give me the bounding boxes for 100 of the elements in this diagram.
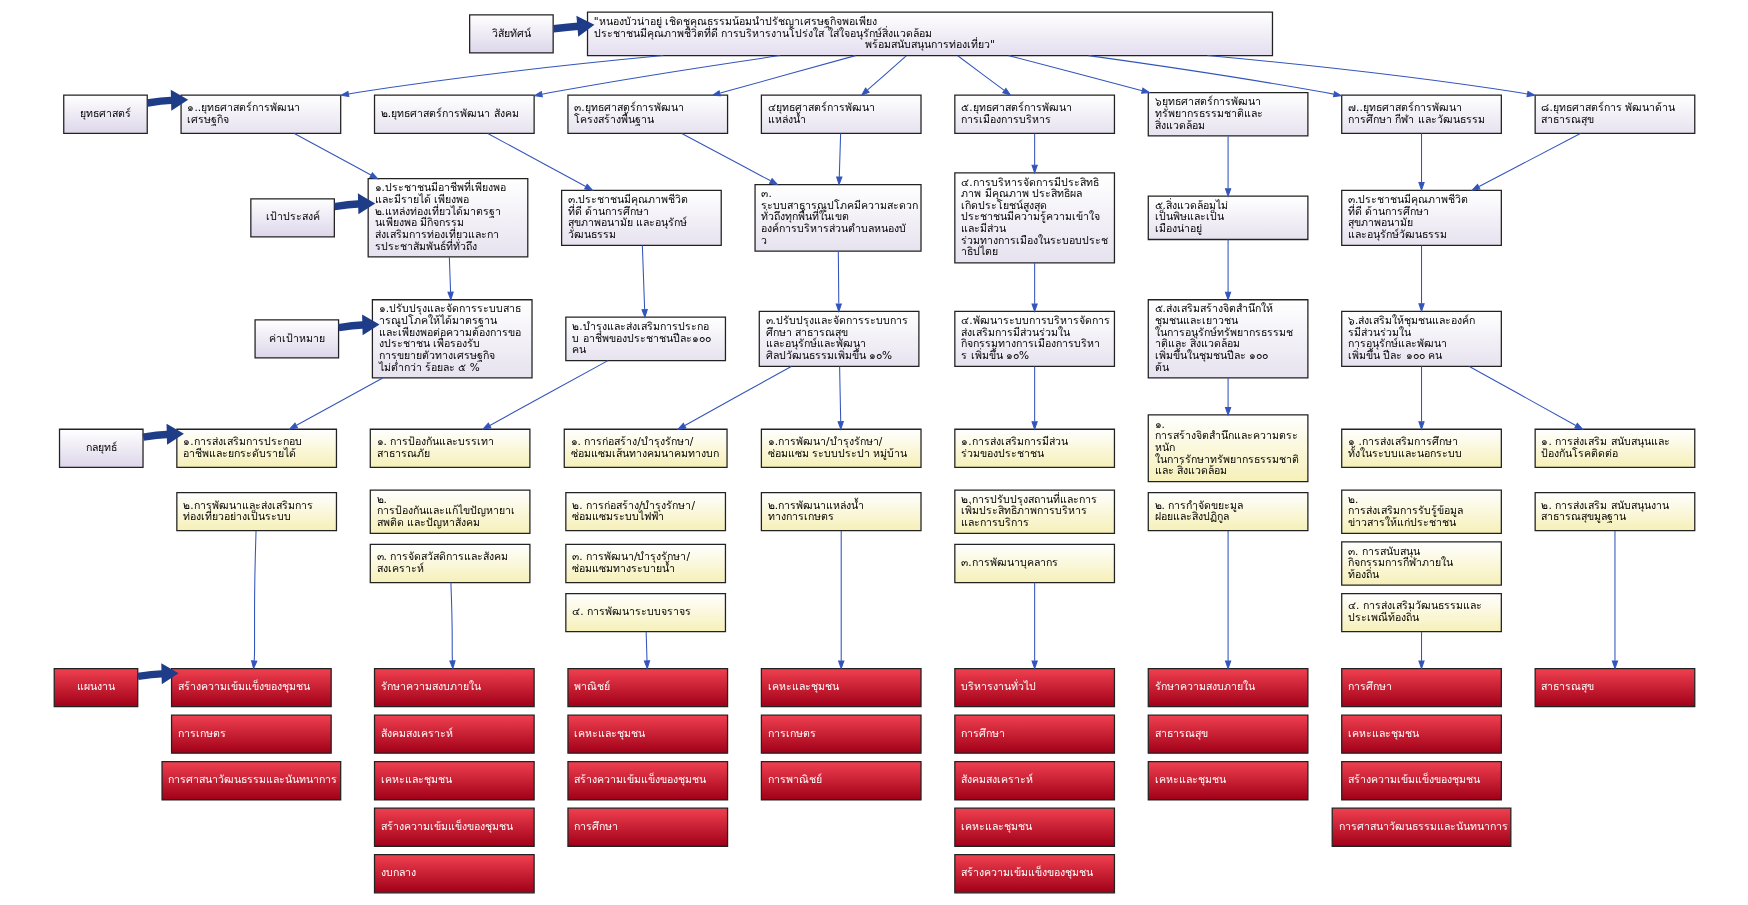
node-box: ค่าเป้าหมาย (253, 319, 339, 359)
arrow (250, 530, 258, 670)
node-box: ๕.ส่งเสริมสร้างจิตสำนึกให้ชุมชนและเยาวชน ในการอนุรักษ์ทรัพยากรธรรมชาติและ สิ่งแวดล้อม เพิ่มขึ้นในชุมชนปีละ ๑๐๐ ต้น (1147, 299, 1309, 379)
arrow (1224, 377, 1231, 417)
node-box: ๒.การพัฒนาและส่งเสริมการ ท่องเที่ยวอย่างเป็นระบบ (175, 492, 337, 532)
node-box: ๓.การพัฒนาบุคลากร (953, 543, 1115, 584)
node-box: ๑.ประชาชนมีอาชีพที่เพียงพอและมีรายได้ เพียงพอ ๒.แหล่งท่องเที่ยวได้มาตรฐานเพียงพอ มีกิจกรรม ส่งเสริมการท่องเที่ยวและการประชาสัมพันธ์ที่ทั่วถึง (367, 178, 528, 258)
arrow (1417, 365, 1425, 431)
arrow (1206, 55, 1536, 98)
node-box: ๒.การพัฒนาแหล่งน้ำ ทางการเกษตร (760, 492, 922, 532)
node-box: ๑.การส่งเสริมการมีส่วน ร่วมของประชาชน (953, 428, 1115, 468)
node-box: สาธารณสุข (1534, 668, 1695, 708)
node-box: ๒. การส่งเสริม สนับสนุนงาน สาธารณสุขมูลฐาน (1534, 492, 1695, 532)
node-box: เคหะและชุมชน (373, 761, 535, 801)
node-box: งบกลาง (373, 854, 535, 894)
node-box: ๒. การป้องกันและแก้ไขปัญหายาเสพติด และปัญหาสังคม (369, 489, 531, 534)
node-box: สังคมสงเคราะห์ (953, 761, 1115, 801)
arrow (552, 15, 594, 37)
arrow (146, 89, 188, 111)
node-box: ๑. การก่อสร้าง/บำรุงรักษา/ ซ่อมแซมเส้นทางคมนาคมทางบก (563, 428, 728, 468)
arrow (1417, 245, 1425, 313)
arrow (1007, 55, 1151, 94)
node-box: การศึกษา (1340, 668, 1502, 708)
node-box: ๒. การส่งเสริมการรับรู้ข้อมูล ข่าวสารให้แก่ประชาชน (1340, 489, 1502, 534)
arrow (837, 530, 845, 670)
node-box: ๑.การพัฒนา/บำรุงรักษา/ ซ่อมแซม ระบบประปา หมู่บ้าน (760, 428, 922, 468)
node-box: ๓.ยุทธศาสตร์การพัฒนา โครงสร้างพื้นฐาน (566, 94, 728, 134)
arrow (956, 55, 1012, 96)
node-box: ๒.การปรับปรุงสถานที่และการ เพิ่มประสิทธิภาพการบริหาร และการบริการ (953, 489, 1115, 534)
node-box: เคหะและชุมชน (1147, 761, 1309, 801)
node-box: เคหะและชุมชน (1340, 714, 1502, 754)
node-box: การศึกษา (566, 807, 728, 847)
arrow (1611, 530, 1618, 670)
node-box: ๒. การกำจัดขยะมูล ฝอยและสิ่งปฏิกูล (1147, 492, 1309, 532)
node-box: พาณิชย์ (566, 668, 728, 708)
arrow (1030, 132, 1038, 175)
arrow (1468, 365, 1584, 430)
node-box: การเกษตร (760, 714, 922, 754)
node-box: ๓. ระบบสาธารณูปโภคมีความสะดวก ทั่วถึงทุกพื้นที่ในเขต องค์การบริหารส่วนตำบลหนองบัว (753, 183, 922, 252)
node-box: ๑.การส่งเสริมการประกอบ อาชีพและยกระดับรายได้ (175, 428, 337, 468)
node-box: สังคมสงเคราะห์ (373, 714, 535, 754)
node-box: ๑. การป้องกันและบรรเทา สาธารณภัย (369, 428, 531, 468)
node-box: ๒.ยุทธศาสตร์การพัฒนา สังคม (373, 94, 535, 134)
node-box: เคหะและชุมชน (760, 668, 922, 708)
node-box: ๑.ปรับปรุงและจัดการระบบสาธารณูปโภคให้ได้มาตรฐาน และเพียงพอต่อความต้องการของประชาชน เพื่อรองรับ การขยายตัวทางเศรษฐกิจ ไม่ต่ำกว่า ร้อยละ ๕ % (371, 299, 533, 379)
node-box: สาธารณสุข (1147, 714, 1309, 754)
arrow (446, 256, 454, 302)
arrow (1417, 132, 1425, 192)
node-box: ๒. การก่อสร้าง/บำรุงรักษา/ ซ่อมแซมระบบไฟฟ้า (564, 492, 726, 532)
node-box: การศาสนาวัฒนธรรมและนันทนาการ (160, 761, 341, 801)
node-box: สร้างความเข้มแข็งของชุมชน (170, 668, 332, 708)
node-box: เป้าประสงค์ (249, 198, 335, 238)
arrow (834, 250, 842, 313)
node-box: ๔. การพัฒนาระบบจราจร (564, 593, 726, 633)
node-box: ๕.สิ่งแวดล้อมไม่ เป็นพิษและเป็น เมืองน่าอยู่ (1147, 195, 1309, 241)
node-box: ๖ยุทธศาสตร์การพัฒนา ทรัพยากรธรรมชาติและ สิ่งแวดล้อม (1147, 91, 1309, 137)
node-box: สร้างความเข้มแข็งของชุมชน (1340, 761, 1502, 801)
arrow (1224, 239, 1231, 302)
arrow (1224, 135, 1231, 198)
node-box: ๑ .การส่งเสริมการศึกษา ทั้งในระบบและนอกระบบ (1340, 428, 1502, 468)
node-box: สร้างความเข้มแข็งของชุมชน (373, 807, 535, 847)
node-box: วิสัยทัศน์ (468, 14, 554, 54)
node-box: เคหะและชุมชน (566, 714, 728, 754)
node-box: ๓.ประชาชนมีคุณภาพชีวิต ที่ดี ด้านการศึกษา สุขภาพอนามัย และอนุรักษ์วัฒนธรรม (1340, 189, 1502, 246)
arrow (1470, 132, 1581, 191)
arrow (680, 132, 779, 186)
node-box: ๑..ยุทธศาสตร์การพัฒนา เศรษฐกิจ (179, 94, 341, 134)
node-box: ๓. การสนับสนุน กิจกรรมการกีฬาภายใน ท้องถิ่น (1340, 541, 1502, 586)
arrow (710, 55, 856, 97)
node-box: รักษาความสงบภายใน (1147, 668, 1309, 708)
node-box: บริหารงานทั่วไป (953, 668, 1115, 708)
node-box: ๓. การพัฒนา/บำรุงรักษา/ ซ่อมแซมทางระบายน้ำ (564, 543, 726, 584)
node-box: รักษาความสงบภายใน (373, 668, 535, 708)
node-box: ๔. การส่งเสริมวัฒนธรรมและ ประเพณีท้องถิ่น (1340, 593, 1502, 633)
node-box: เคหะและชุมชน (953, 807, 1115, 847)
node-box: ๖.ส่งเสริมให้ชุมชนและองค์กรมีส่วนร่วมใน การอนุรักษ์และพัฒนา เพิ่มขึ้น ปีละ ๑๐๐ คน (1340, 310, 1502, 367)
arrow (1224, 530, 1231, 670)
arrow (293, 132, 379, 180)
arrow (136, 663, 179, 685)
arrow (337, 314, 379, 336)
node-box: ๔ยุทธศาสตร์การพัฒนา แหล่งน้ำ (760, 94, 922, 134)
arrow (448, 582, 456, 670)
arrow (676, 365, 792, 430)
arrow (339, 55, 664, 98)
node-box: สร้างความเข้มแข็งของชุมชน (566, 761, 728, 801)
arrow (1030, 262, 1038, 313)
node-box: การศาสนาวัฒนธรรมและนันทนาการ (1331, 807, 1511, 847)
node-box: ๓.ประชาชนมีคุณภาพชีวิต ที่ดี ด้านการศึกษา สุขภาพอนามัย และอนุรักษ์ วัฒนธรรม (560, 189, 722, 246)
node-box: สร้างความเข้มแข็งของชุมชน (953, 854, 1115, 894)
arrow (835, 132, 843, 187)
node-box: ๓.ปรับปรุงและจัดการระบบการศึกษา สาธารณสุข และอนุรักษ์และพัฒนา ศิลปวัฒนธรรมเพิ่มขึ้น ๑๐% (758, 310, 920, 367)
arrow (640, 245, 648, 319)
node-box: กลยุทธ์ (58, 428, 144, 468)
node-box: การพาณิชย์ (760, 761, 922, 801)
node-box: "หนองบัวน่าอยู่ เชิดชูคุณธรรมน้อมนำปรัชญาเศรษฐกิจพอเพียง ประชาชนมีคุณภาพชีวิตที่ดี การบริหารงานโปร่งใส ใส่ใจอนุรักษ์สิ่งแวดล้อม พร้อมสนับสนุนการท่องเที่ยว" (586, 11, 1273, 57)
arrow (836, 365, 844, 431)
arrow (860, 55, 907, 97)
arrow (643, 631, 650, 670)
node-box: ๔.การบริหารจัดการมีประสิทธิภาพ มีคุณภาพ ประสิทธิผล เกิดประโยชน์สูงสุด ประชาชนมีความรู้ความเข้าใจและมีส่วน ร่วมทางการเมืองในระบอบประชาธิปไตย (953, 172, 1115, 264)
arrow (1087, 55, 1343, 98)
